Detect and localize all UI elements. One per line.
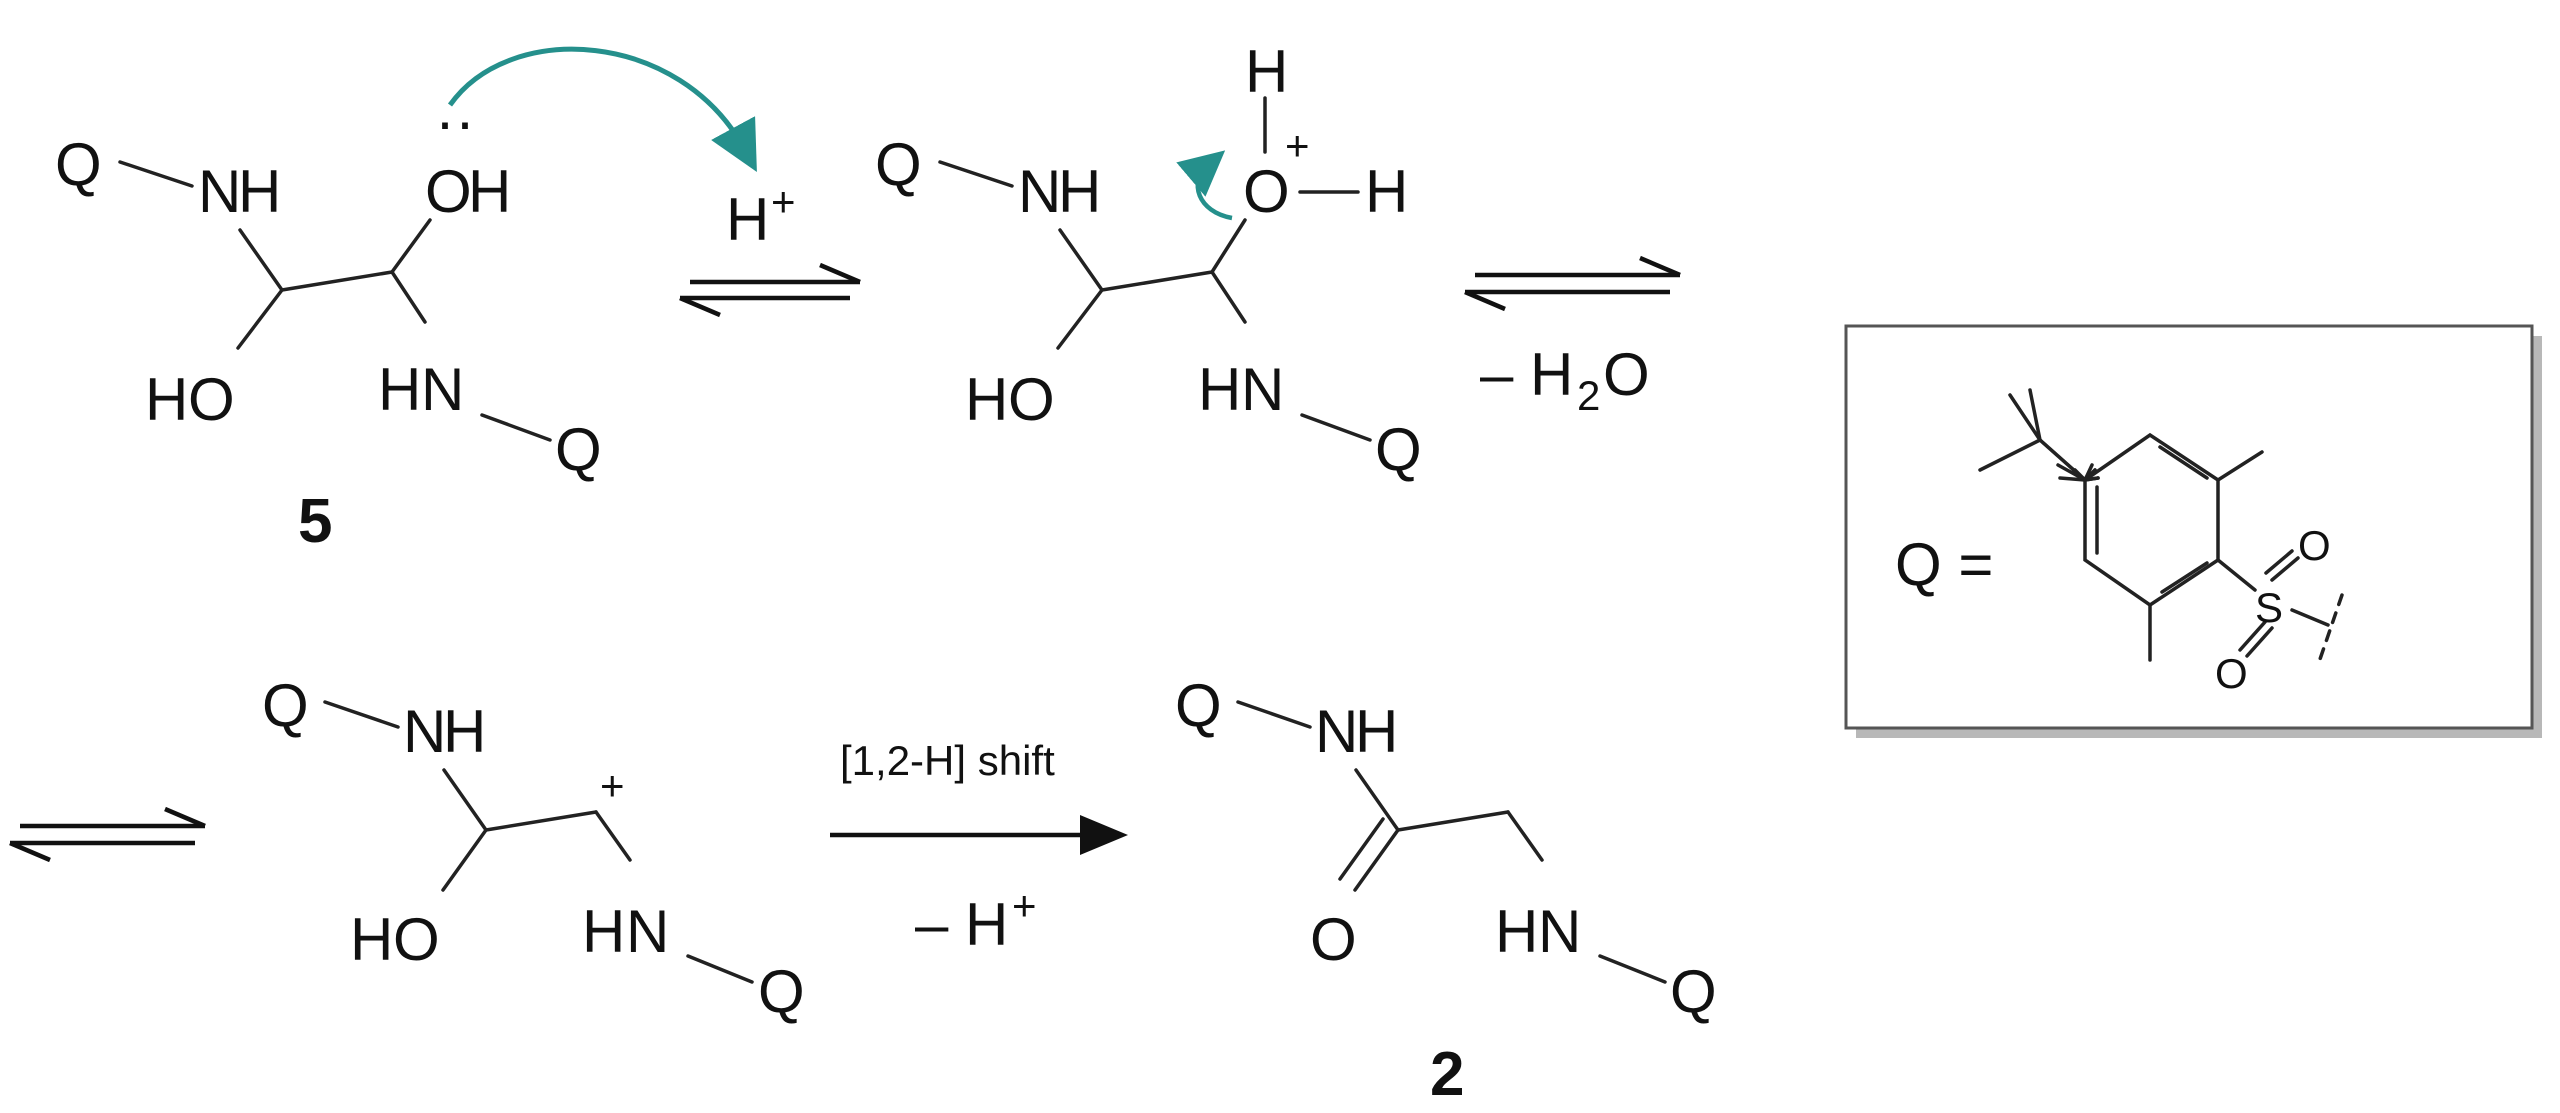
oxygen-atom: O — [188, 366, 235, 433]
oxygen-atom: O — [425, 158, 472, 225]
hydrogen-atom: H — [1058, 158, 1101, 225]
q-atom: Q — [875, 131, 922, 198]
structure-protonated: Q N H H O + H H O H N Q — [875, 38, 1422, 483]
equilibrium-arrow-1 — [679, 262, 861, 318]
q-equals-label: Q = — [1895, 531, 1993, 598]
hydrogen-atom: H — [145, 366, 188, 433]
hydrogen-atom: H — [443, 698, 486, 765]
hydrogen-atom: H — [1198, 356, 1241, 423]
acid-charge: + — [771, 178, 796, 225]
hydrogen-atom: H — [350, 906, 393, 973]
minus-proton-charge: + — [1012, 882, 1037, 929]
hydrogen-atom: H — [468, 158, 511, 225]
hydrogen-atom: H — [965, 366, 1008, 433]
sulfur-atom: S — [2255, 584, 2283, 631]
hydrogen-atom: H — [1495, 898, 1538, 965]
hydride-shift-arrow — [830, 815, 1128, 855]
nitrogen-atom: N — [1315, 698, 1358, 765]
hydrogen-atom: H — [238, 158, 281, 225]
hydrogen-atom: H — [1365, 158, 1408, 225]
q-atom: Q — [262, 672, 309, 739]
equilibrium-arrow-3 — [9, 806, 206, 863]
nitrogen-atom: N — [421, 356, 464, 423]
nitrogen-atom: N — [626, 898, 669, 965]
acid-label: H — [726, 186, 769, 253]
nitrogen-atom: N — [1018, 158, 1061, 225]
hydrogen-atom: H — [378, 356, 421, 423]
sulfonyl-oxygen: O — [2298, 522, 2331, 569]
structure-5: Q N H ·· O H H O H N Q 5 — [55, 88, 602, 556]
water-subscript: 2 — [1577, 372, 1600, 419]
hydrogen-atom: H — [1245, 38, 1288, 105]
minus-proton-label: – H — [915, 891, 1008, 958]
oxygen-atom: O — [1243, 158, 1290, 225]
compound-number-2: 2 — [1430, 1040, 1464, 1109]
q-atom: Q — [1670, 958, 1717, 1025]
nitrogen-atom: N — [403, 698, 446, 765]
structure-carbocation: Q N H + H O H N Q — [262, 672, 805, 1025]
hydrogen-atom: H — [582, 898, 625, 965]
nitrogen-atom: N — [198, 158, 241, 225]
structure-2: Q N H O H N Q 2 — [1175, 672, 1717, 1109]
curved-arrow-icon — [447, 46, 757, 172]
shift-label: [1,2-H] shift — [840, 737, 1055, 784]
curved-arrow-icon — [1176, 150, 1233, 221]
compound-number-5: 5 — [298, 487, 332, 556]
hydrogen-atom: H — [1355, 698, 1398, 765]
sulfonyl-oxygen: O — [2215, 650, 2248, 697]
carbocation-charge: + — [600, 762, 625, 809]
q-atom: Q — [555, 416, 602, 483]
minus-water-label: – H — [1480, 341, 1573, 408]
nitrogen-atom: N — [1538, 898, 1581, 965]
oxygen-atom: O — [1008, 366, 1055, 433]
equilibrium-arrow-2 — [1464, 255, 1681, 312]
q-atom: Q — [758, 958, 805, 1025]
oxygen-atom: O — [393, 906, 440, 973]
q-atom: Q — [1375, 416, 1422, 483]
q-atom: Q — [1175, 672, 1222, 739]
water-oxygen: O — [1603, 341, 1650, 408]
nitrogen-atom: N — [1241, 356, 1284, 423]
carbonyl-oxygen: O — [1310, 906, 1357, 973]
q-atom: Q — [55, 131, 102, 198]
oxonium-charge: + — [1285, 122, 1310, 169]
q-definition-box: Q = — [1844, 324, 2542, 738]
